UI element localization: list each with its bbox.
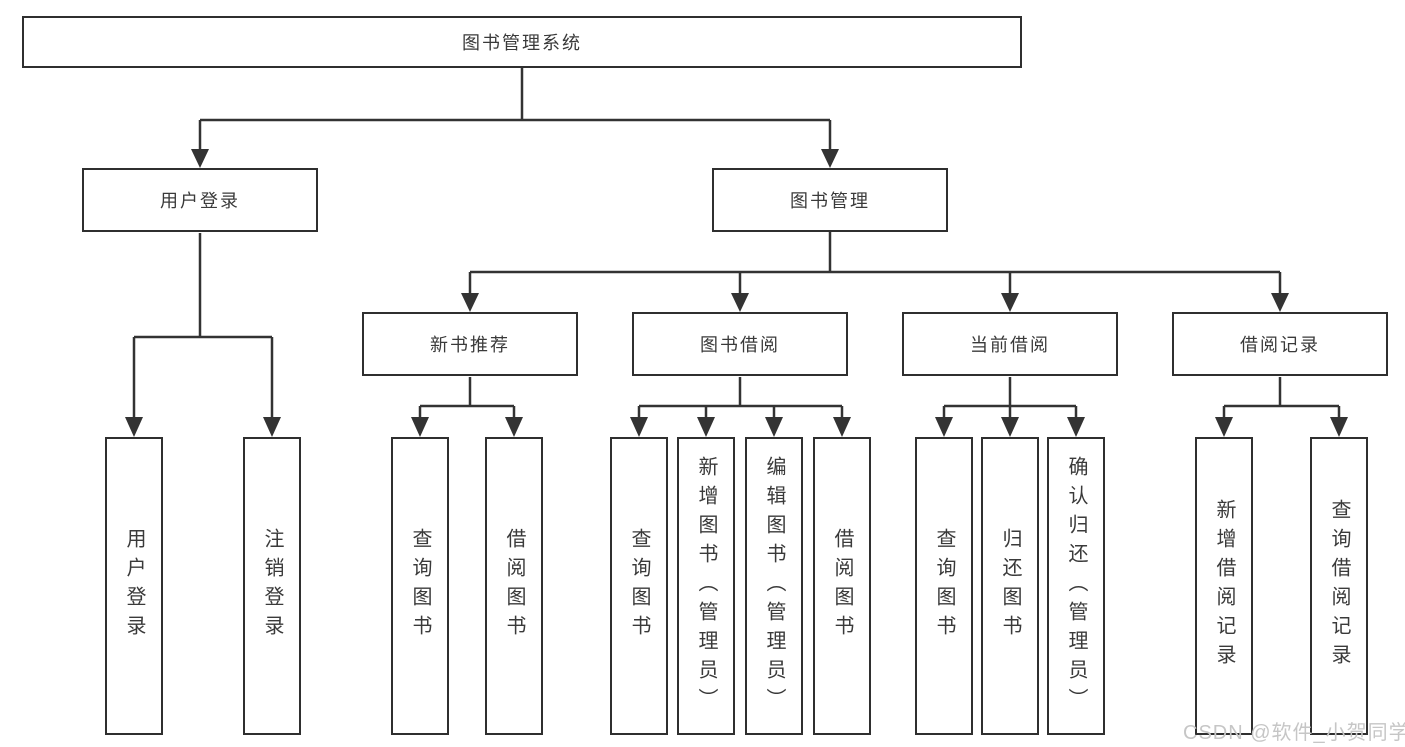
leaf-borrow-books-recommend: 借阅图书	[485, 437, 543, 735]
leaf-add-borrow-record: 新增借阅记录	[1195, 437, 1253, 735]
node-user-login-label: 用户登录	[160, 191, 240, 211]
node-borrowing-records: 借阅记录	[1172, 312, 1388, 376]
leaf-add-borrow-record-label: 新增借阅记录	[1213, 499, 1235, 673]
node-book-borrowing: 图书借阅	[632, 312, 848, 376]
node-new-book-recommend-label: 新书推荐	[430, 335, 510, 355]
leaf-logout-label: 注销登录	[261, 528, 283, 644]
node-book-management: 图书管理	[712, 168, 948, 232]
arrowheads	[125, 149, 1348, 437]
leaf-confirm-return-admin-label: 确认归还（管理员）	[1065, 455, 1087, 717]
leaf-borrow-books: 借阅图书	[813, 437, 871, 735]
leaf-add-books-admin: 新增图书（管理员）	[677, 437, 735, 735]
node-borrowing-records-label: 借阅记录	[1240, 335, 1320, 355]
leaf-query-books-current-label: 查询图书	[933, 528, 955, 644]
leaf-return-books: 归还图书	[981, 437, 1039, 735]
node-new-book-recommend: 新书推荐	[362, 312, 578, 376]
node-current-borrowing: 当前借阅	[902, 312, 1118, 376]
leaf-user-login-label: 用户登录	[123, 528, 145, 644]
node-user-login: 用户登录	[82, 168, 318, 232]
leaf-query-books-borrowing-label: 查询图书	[628, 528, 650, 644]
leaf-query-books-current: 查询图书	[915, 437, 973, 735]
node-book-borrowing-label: 图书借阅	[700, 335, 780, 355]
leaf-confirm-return-admin: 确认归还（管理员）	[1047, 437, 1105, 735]
leaf-borrow-books-recommend-label: 借阅图书	[503, 528, 525, 644]
leaf-edit-books-admin: 编辑图书（管理员）	[745, 437, 803, 735]
leaf-borrow-books-label: 借阅图书	[831, 528, 853, 644]
watermark-text: CSDN @软件_小贺同学	[1183, 722, 1405, 744]
leaf-add-books-admin-label: 新增图书（管理员）	[695, 455, 717, 717]
leaf-query-books-borrowing: 查询图书	[610, 437, 668, 735]
node-root-system: 图书管理系统	[22, 16, 1022, 68]
leaf-query-books-recommend: 查询图书	[391, 437, 449, 735]
leaf-query-borrow-record: 查询借阅记录	[1310, 437, 1368, 735]
leaf-logout: 注销登录	[243, 437, 301, 735]
elbow-connectors	[132, 68, 1341, 419]
leaf-edit-books-admin-label: 编辑图书（管理员）	[763, 455, 785, 717]
leaf-query-borrow-record-label: 查询借阅记录	[1328, 499, 1350, 673]
node-book-management-label: 图书管理	[790, 191, 870, 211]
leaf-user-login: 用户登录	[105, 437, 163, 735]
leaf-query-books-recommend-label: 查询图书	[409, 528, 431, 644]
node-root-label: 图书管理系统	[462, 33, 582, 53]
node-current-borrowing-label: 当前借阅	[970, 335, 1050, 355]
leaf-return-books-label: 归还图书	[999, 528, 1021, 644]
